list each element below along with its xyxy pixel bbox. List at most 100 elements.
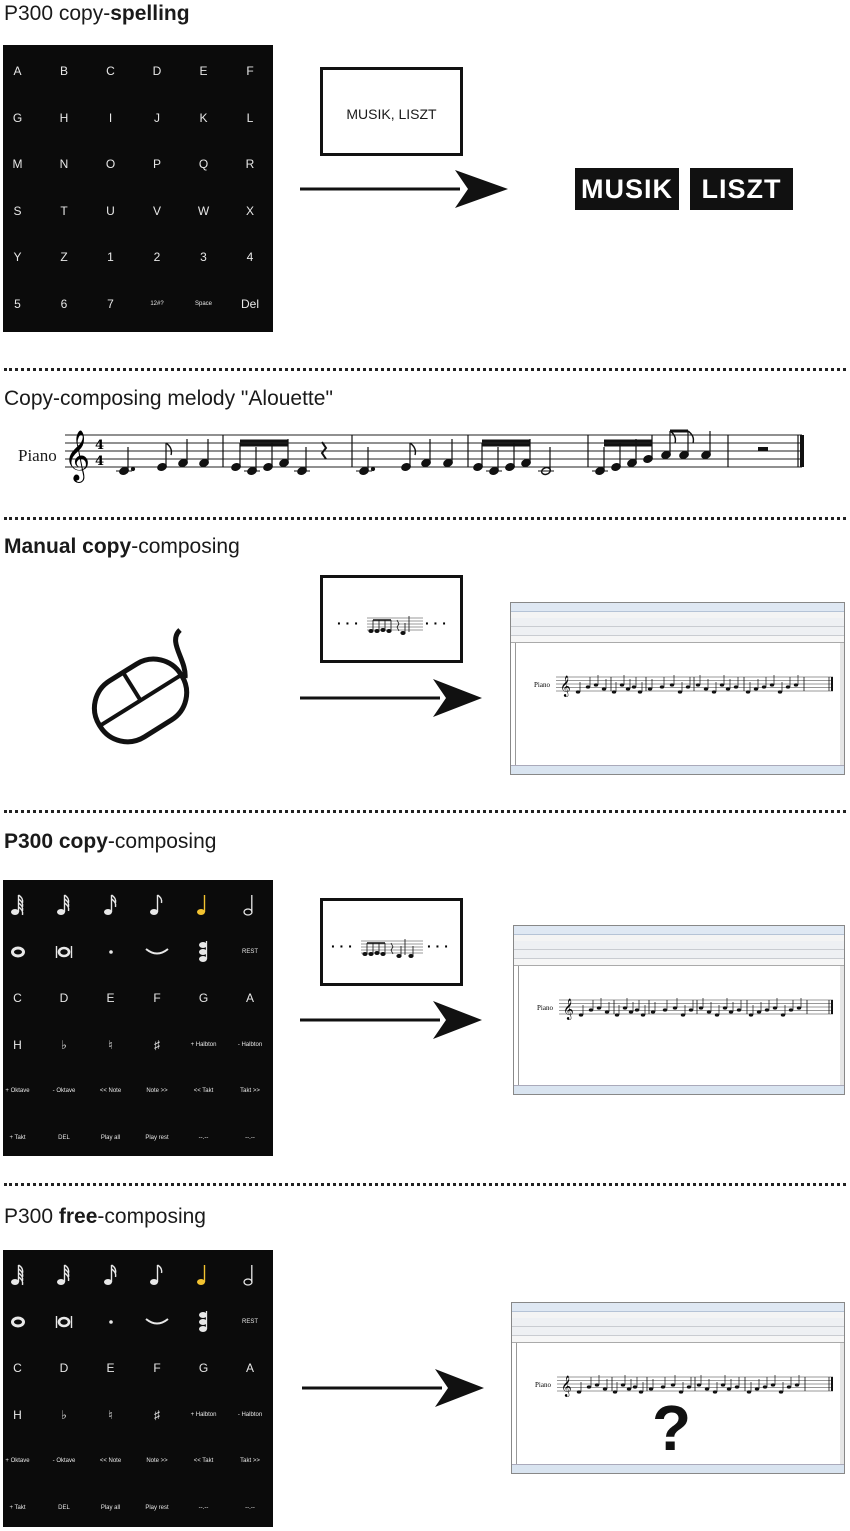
target-word-text: MUSIK, LISZT xyxy=(346,106,437,122)
melody-snippet: · · · · · · xyxy=(331,938,449,959)
music-cell: Takt >> xyxy=(240,1458,260,1464)
score-editor-window: 𝄞Piano xyxy=(513,925,845,1095)
speller-cell: Q xyxy=(198,157,209,171)
speller-cell: J xyxy=(154,110,160,125)
double-whole-note-icon xyxy=(55,945,73,958)
music-cell xyxy=(228,1252,273,1298)
music-cell: + Oktave xyxy=(5,1088,30,1094)
music-cell: Play rest xyxy=(145,1134,169,1141)
music-cell: A xyxy=(245,991,254,1005)
music-cell: Play rest xyxy=(145,1504,169,1511)
music-cell xyxy=(135,1299,180,1345)
music-cell: + Halbton xyxy=(190,1041,217,1048)
dot-icon xyxy=(108,949,113,954)
note-duration-icon xyxy=(196,1265,205,1285)
music-cell xyxy=(0,1299,40,1345)
speller-cell: 5 xyxy=(14,296,21,311)
music-cell: --.-- xyxy=(198,1134,209,1141)
speller-cell: W xyxy=(197,203,210,218)
speller-cell: 4 xyxy=(246,250,254,264)
music-cell: ♮ xyxy=(108,1407,113,1422)
rest-cell: REST xyxy=(241,1318,258,1325)
speller-cell: L xyxy=(246,110,254,125)
speller-cell: Del xyxy=(240,296,259,311)
note-duration-icon xyxy=(150,894,163,915)
section-divider xyxy=(4,368,846,371)
music-cell: G xyxy=(198,991,209,1005)
music-cell: Play all xyxy=(100,1134,121,1141)
music-cell: D xyxy=(59,1361,69,1375)
music-cell: Takt >> xyxy=(240,1088,260,1094)
music-cell: C xyxy=(13,991,22,1005)
music-cell: --.-- xyxy=(245,1504,255,1511)
music-cell: F xyxy=(153,991,161,1005)
music-cell xyxy=(88,882,133,928)
music-cell: DEL xyxy=(58,1504,70,1511)
note-duration-icon xyxy=(57,894,70,915)
music-cell xyxy=(181,1252,226,1298)
svg-text:𝄞: 𝄞 xyxy=(563,999,574,1020)
arrow-right-icon xyxy=(300,679,482,717)
melody-snippet-screen: · · · · · · xyxy=(320,575,463,663)
tie-icon xyxy=(145,1317,169,1324)
speller-cell: D xyxy=(152,64,162,78)
svg-text:· · ·: · · · xyxy=(331,938,353,954)
unknown-result-mark: ? xyxy=(652,1392,692,1464)
music-cell: --.-- xyxy=(198,1504,209,1511)
music-cell: H xyxy=(13,1037,22,1052)
note-duration-icon xyxy=(10,894,23,916)
music-cell: Note >> xyxy=(146,1088,168,1094)
music-cell xyxy=(88,1252,133,1298)
music-cell xyxy=(228,882,273,928)
speller-cell: 3 xyxy=(200,250,207,264)
music-cell xyxy=(42,1252,87,1298)
music-cell: << Note xyxy=(99,1088,122,1094)
music-cell xyxy=(88,929,133,975)
whole-note-icon xyxy=(10,946,25,957)
score-editor-window: 𝄞Piano xyxy=(510,602,845,775)
speller-cell: F xyxy=(246,64,254,78)
section-divider xyxy=(4,517,846,520)
music-cell xyxy=(42,929,87,975)
music-cell: << Takt xyxy=(193,1458,214,1464)
note-duration-icon xyxy=(150,1264,163,1285)
speller-cell: U xyxy=(106,203,115,218)
speller-cell: X xyxy=(245,203,254,218)
music-cell xyxy=(0,882,40,928)
speller-cell: 7 xyxy=(107,296,114,311)
arrow-right-icon xyxy=(300,170,508,208)
music-cell: Play all xyxy=(100,1504,121,1511)
music-cell: ♯ xyxy=(154,1037,160,1052)
section-divider xyxy=(4,1183,846,1186)
music-cell: ♭ xyxy=(61,1037,67,1052)
speller-cell: R xyxy=(245,157,255,171)
music-cell xyxy=(135,882,180,928)
music-cell: - Halbton xyxy=(237,1041,263,1048)
result-word-musik: MUSIK xyxy=(575,168,679,210)
double-whole-note-icon xyxy=(55,1315,73,1328)
speller-cell: O xyxy=(105,157,116,171)
music-cell: ♯ xyxy=(154,1407,160,1422)
music-cell xyxy=(181,882,226,928)
music-cell: ♭ xyxy=(61,1407,67,1422)
svg-text:· · ·: · · · xyxy=(427,938,449,954)
arrow-right-icon xyxy=(300,1001,482,1039)
music-cell: << Takt xyxy=(193,1088,214,1094)
speller-cell: B xyxy=(59,64,68,78)
note-duration-icon xyxy=(57,1264,70,1285)
speller-cell: M xyxy=(12,157,23,171)
music-cell: + Oktave xyxy=(5,1458,30,1464)
arrow-right-icon xyxy=(302,1369,484,1407)
speller-cell: G xyxy=(12,110,23,125)
music-cell: DEL xyxy=(58,1134,70,1141)
speller-cell: K xyxy=(199,110,208,125)
svg-text:· · ·: · · · xyxy=(337,615,359,631)
half-note-icon xyxy=(243,1265,253,1286)
section-divider xyxy=(4,810,846,813)
melody-staff: 𝄞 4 4 xyxy=(64,429,804,483)
music-cell xyxy=(42,1299,87,1345)
music-cell xyxy=(135,1252,180,1298)
whole-note-icon xyxy=(10,1316,25,1327)
speller-cell: E xyxy=(199,64,208,78)
